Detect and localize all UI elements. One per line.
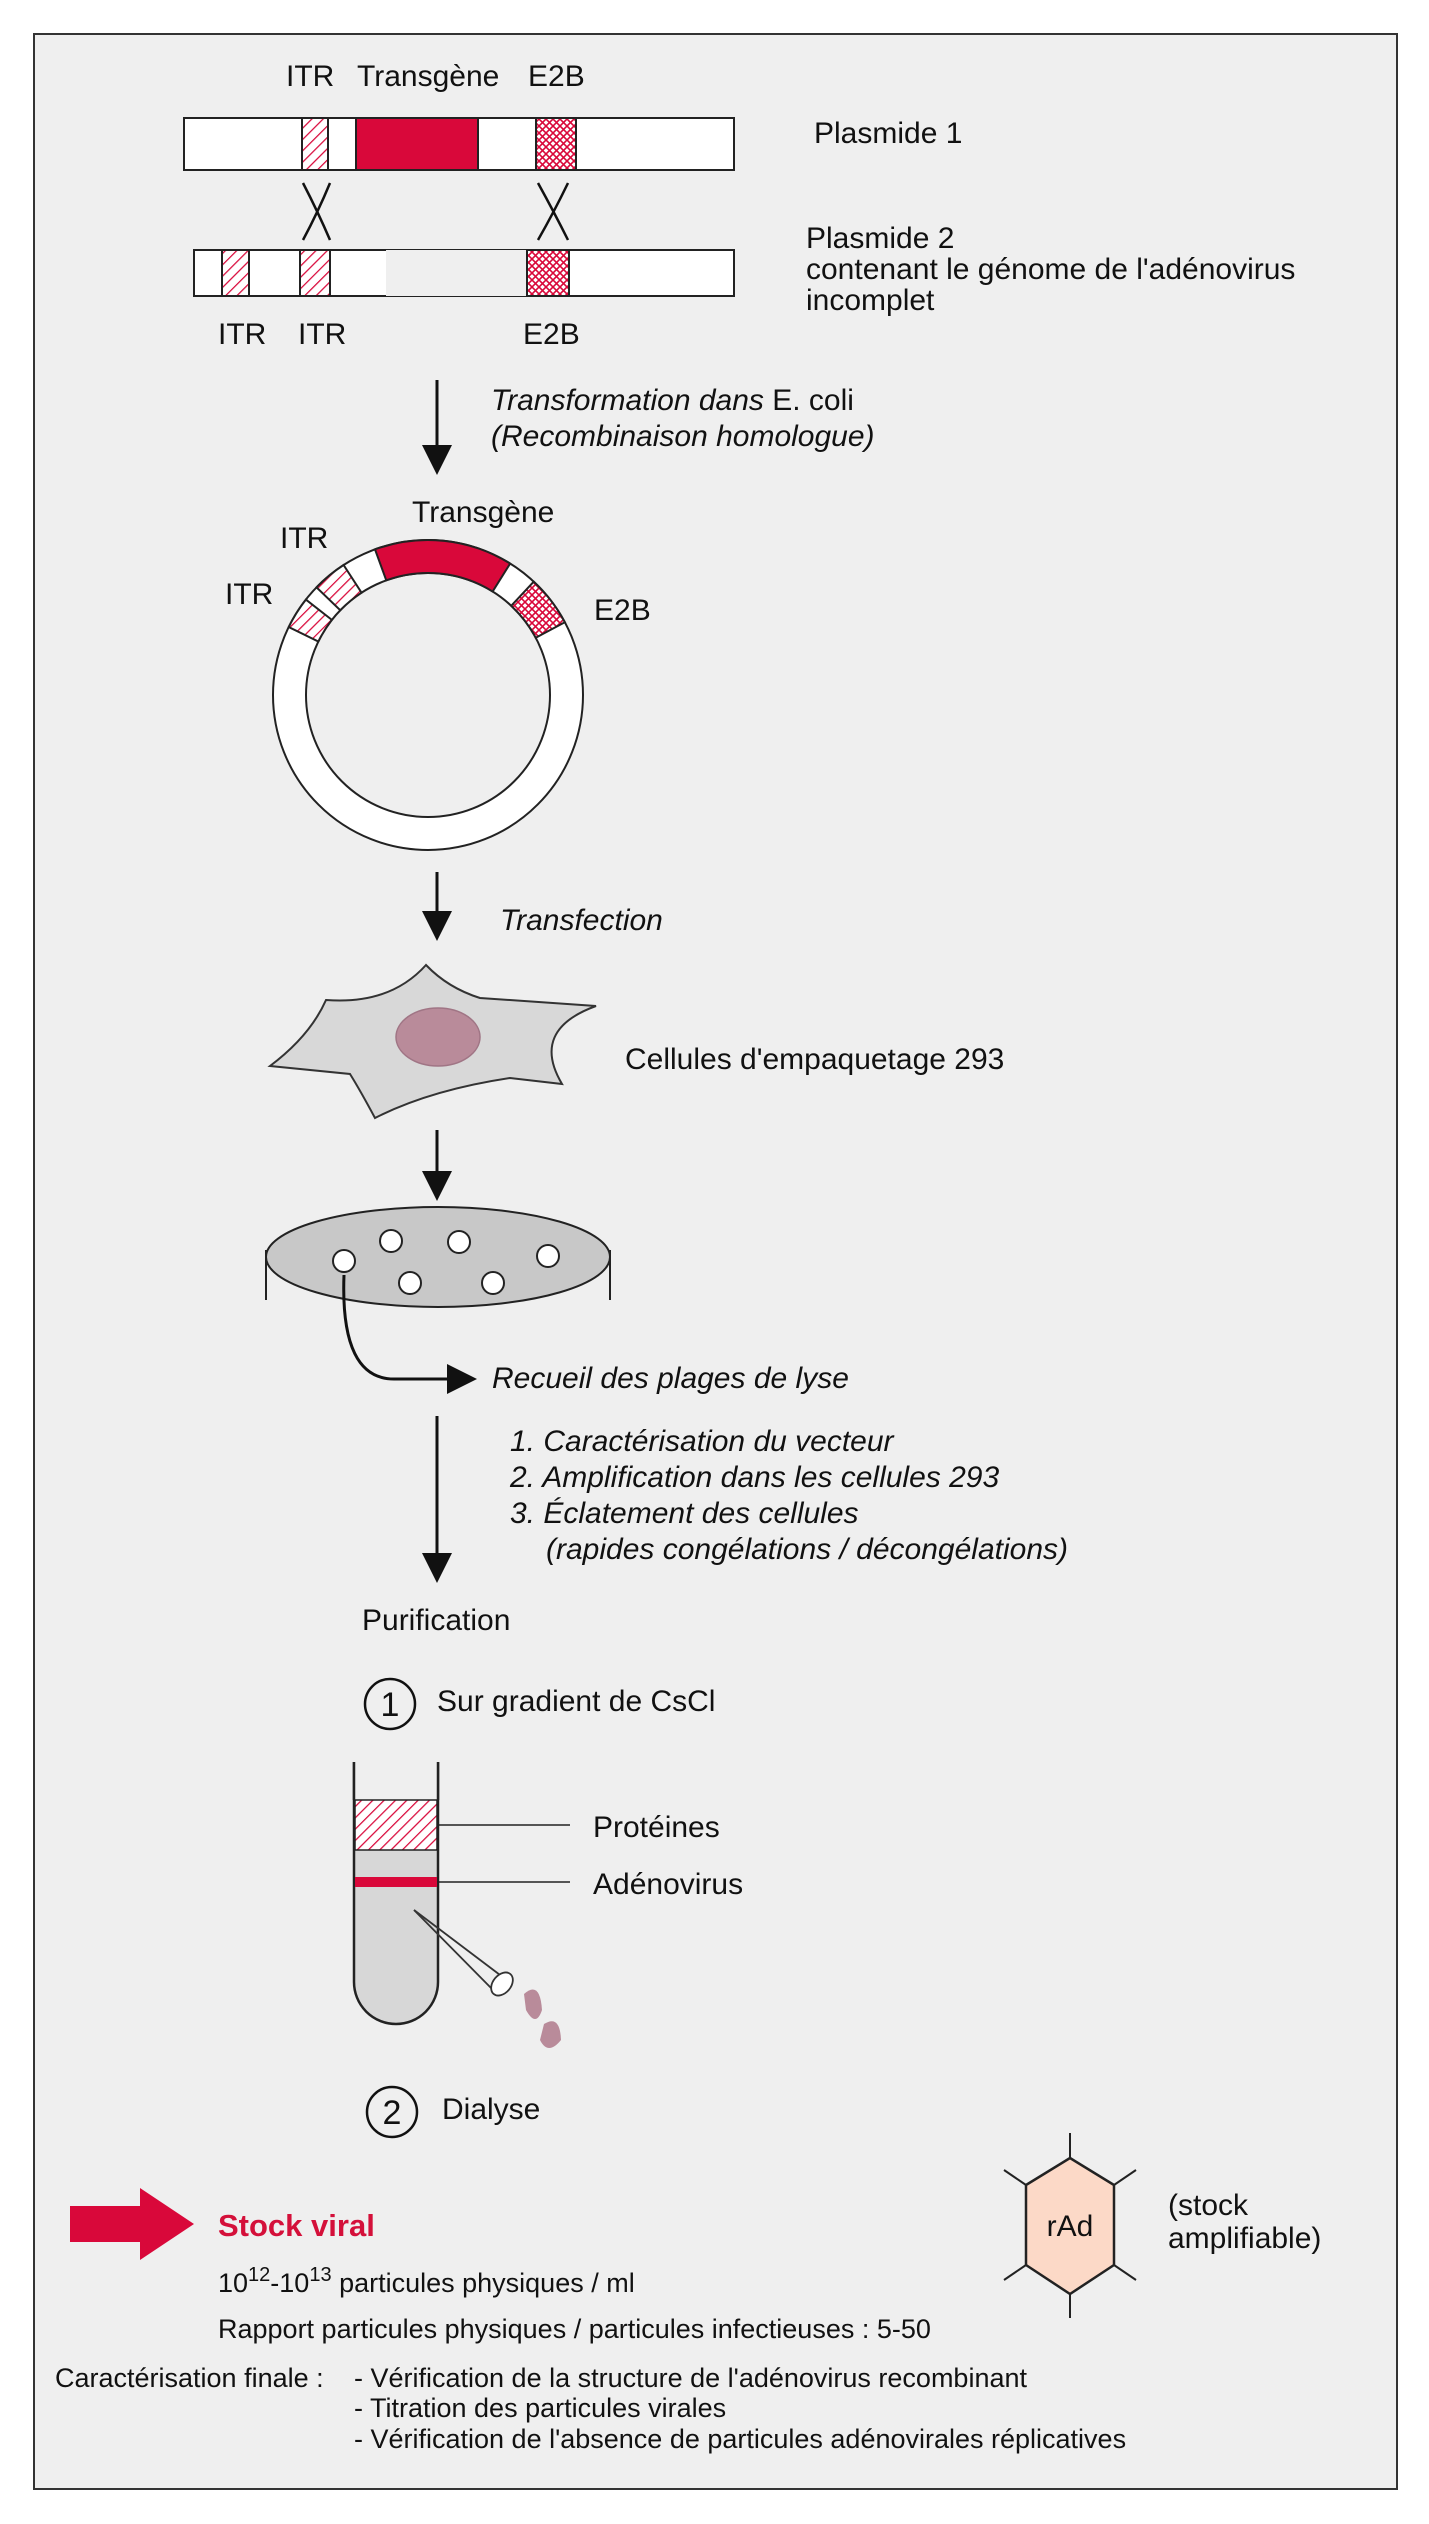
crossover-right-icon bbox=[536, 182, 570, 241]
top-label-transgene: Transgène bbox=[357, 60, 499, 93]
plasmid2-itr1-segment bbox=[221, 249, 250, 297]
tube-label-proteins: Protéines bbox=[593, 1811, 720, 1844]
drop-icon bbox=[524, 1989, 542, 2019]
rad-hexagon-icon bbox=[1003, 2133, 1137, 2318]
cell-nucleus bbox=[395, 1007, 481, 1067]
drop-icon bbox=[540, 2021, 561, 2048]
step-transformation-sub: (Recombinaison homologue) bbox=[491, 420, 875, 453]
circle-label-itr-a: ITR bbox=[280, 522, 328, 555]
plasmid1-itr-segment bbox=[301, 117, 329, 171]
stock-ratio: Rapport particules physiques / particule… bbox=[218, 2314, 931, 2344]
bottom-label-itr1: ITR bbox=[218, 318, 266, 351]
bottom-label-e2b: E2B bbox=[523, 318, 580, 351]
step1-number-circle bbox=[363, 1677, 417, 1731]
plasmid2-itr2-segment bbox=[299, 249, 331, 297]
step2-number-circle bbox=[365, 2085, 419, 2139]
cells-label: Cellules d'empaquetage 293 bbox=[625, 1043, 1004, 1076]
step-3-detail: (rapides congélations / décongélations) bbox=[546, 1533, 1068, 1566]
circle-itr-b-segment bbox=[287, 598, 334, 643]
adenovirus-band bbox=[355, 1877, 437, 1887]
petri-dish bbox=[265, 1206, 611, 1308]
crossover-left-icon bbox=[301, 182, 332, 241]
cscl-tube bbox=[352, 1762, 561, 2048]
final-item-2: - Titration des particules virales bbox=[354, 2393, 726, 2423]
lysis-plaque bbox=[379, 1229, 403, 1253]
circle-label-transgene: Transgène bbox=[412, 496, 554, 529]
plasmid-2 bbox=[193, 249, 735, 297]
lysis-plaque bbox=[398, 1271, 422, 1295]
big-red-arrow-icon bbox=[70, 2188, 194, 2260]
circle-label-itr-b: ITR bbox=[225, 578, 273, 611]
purification-title: Purification bbox=[362, 1604, 510, 1637]
stock-title: Stock viral bbox=[218, 2208, 375, 2243]
plasmid1-transgene-segment bbox=[355, 117, 479, 171]
bottom-label-itr2: ITR bbox=[298, 318, 346, 351]
step-2: 2. Amplification dans les cellules 293 bbox=[509, 1461, 999, 1494]
plasmid1-label: Plasmide 1 bbox=[814, 117, 962, 150]
step-3: 3. Éclatement des cellules bbox=[510, 1497, 859, 1530]
syringe-needle bbox=[413, 1909, 505, 1979]
stock-particles: 1012-1013 particules physiques / ml bbox=[218, 2264, 635, 2298]
plasmid2-gap bbox=[388, 250, 526, 296]
plasmid1-e2b-segment bbox=[535, 117, 577, 171]
step1-number: 1 bbox=[381, 1686, 400, 1724]
plaques-label: Recueil des plages de lyse bbox=[492, 1362, 849, 1395]
proteins-band bbox=[354, 1799, 438, 1851]
step-1: 1. Caractérisation du vecteur bbox=[510, 1425, 895, 1458]
final-item-1: - Vérification de la structure de l'adén… bbox=[354, 2363, 1027, 2393]
circle-transgene-segment bbox=[373, 539, 512, 593]
step1-text: Sur gradient de CsCl bbox=[437, 1685, 715, 1718]
step2-text: Dialyse bbox=[442, 2093, 540, 2126]
arrow-collect-plaques bbox=[342, 1274, 477, 1394]
top-label-e2b: E2B bbox=[528, 60, 585, 93]
plasmid2-label-line1: Plasmide 2 bbox=[806, 222, 954, 255]
plasmid-1 bbox=[183, 117, 735, 171]
lysis-plaque bbox=[536, 1244, 560, 1268]
step-transfection: Transfection bbox=[500, 904, 663, 937]
plasmid2-e2b-segment bbox=[526, 249, 570, 297]
circle-itr-a-segment bbox=[315, 563, 363, 612]
lysis-plaque bbox=[481, 1271, 505, 1295]
circle-e2b-segment bbox=[509, 580, 567, 640]
final-title: Caractérisation finale : bbox=[55, 2363, 324, 2393]
circle-label-e2b: E2B bbox=[594, 594, 651, 627]
rad-label: rAd bbox=[1047, 2210, 1094, 2243]
rad-note-1: (stock bbox=[1168, 2189, 1249, 2222]
plasmid2-label-line2: contenant le génome de l'adénovirus bbox=[806, 253, 1295, 286]
tube-label-adenovirus: Adénovirus bbox=[593, 1868, 743, 1901]
figure-frame bbox=[33, 33, 1398, 2490]
lysis-plaque bbox=[332, 1249, 356, 1273]
step-transformation: Transformation dans E. coli bbox=[491, 384, 854, 417]
circular-plasmid bbox=[272, 539, 584, 851]
plasmid2-label-line3: incomplet bbox=[806, 284, 935, 317]
rad-note-2: amplifiable) bbox=[1168, 2222, 1321, 2255]
final-item-3: - Vérification de l'absence de particule… bbox=[354, 2424, 1126, 2454]
top-label-itr: ITR bbox=[286, 60, 334, 93]
lysis-plaque bbox=[447, 1230, 471, 1254]
step2-number: 2 bbox=[383, 2094, 402, 2132]
